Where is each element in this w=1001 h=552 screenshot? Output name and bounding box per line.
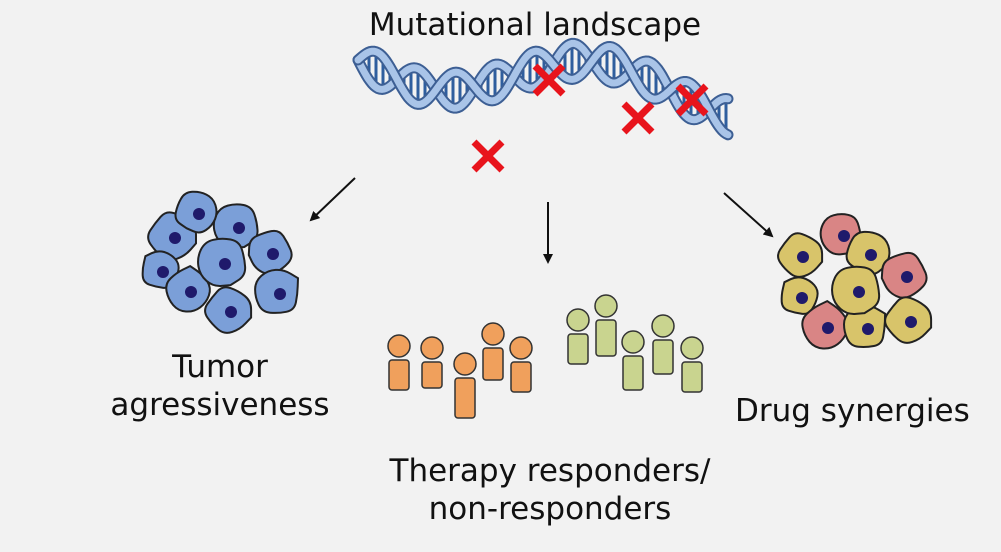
cell-nucleus xyxy=(233,222,245,234)
cell-icon xyxy=(880,251,928,299)
person-body xyxy=(510,361,532,393)
mutation-x-icon xyxy=(621,101,655,135)
cell-nucleus xyxy=(219,258,231,270)
cell-icon xyxy=(254,268,300,314)
cell-nucleus xyxy=(267,248,279,260)
cell-nucleus xyxy=(796,292,808,304)
mutation-stroke xyxy=(621,101,655,135)
cell-nucleus xyxy=(157,266,169,278)
dna-helix-icon xyxy=(352,37,734,141)
tumor-cell-cluster-icon xyxy=(141,190,300,334)
person-icon xyxy=(566,308,590,365)
mixed-cell-cluster-icon xyxy=(777,213,933,350)
cell-icon xyxy=(780,276,819,315)
person-icon xyxy=(509,336,533,393)
cell-icon xyxy=(777,232,824,278)
person-head xyxy=(453,352,477,376)
person-head xyxy=(387,334,411,358)
person-body xyxy=(421,361,443,389)
arrow-icon xyxy=(723,192,774,238)
cell-icon xyxy=(801,299,849,350)
person-body xyxy=(652,339,674,375)
person-icon xyxy=(594,294,618,357)
therapy-responders-label: Therapy responders/ non-responders xyxy=(330,452,770,528)
person-icon xyxy=(621,330,645,391)
dna-strand xyxy=(354,42,732,139)
cell-nucleus xyxy=(905,316,917,328)
cell-nucleus xyxy=(853,286,865,298)
cell-nucleus xyxy=(865,249,877,261)
mutation-x-icon xyxy=(532,63,566,97)
person-icon xyxy=(387,334,411,391)
person-head xyxy=(594,294,618,318)
mutation-stroke xyxy=(675,83,709,117)
person-body xyxy=(567,333,589,365)
person-head xyxy=(651,314,675,338)
tumor-label-line1: Tumor xyxy=(172,349,268,385)
cell-icon xyxy=(884,296,933,344)
diagram-title: Mutational landscape xyxy=(368,7,702,43)
cell-nucleus xyxy=(185,286,197,298)
person-body xyxy=(622,355,644,391)
person-body xyxy=(595,319,617,357)
cell-nucleus xyxy=(169,232,181,244)
cell-nucleus xyxy=(193,208,205,220)
person-body xyxy=(388,359,410,391)
cell-icon xyxy=(204,286,253,334)
person-head xyxy=(481,322,505,346)
person-icon xyxy=(420,336,444,389)
cell-nucleus xyxy=(901,271,913,283)
person-head xyxy=(566,308,590,332)
cell-nucleus xyxy=(838,230,850,242)
cell-icon xyxy=(247,229,293,275)
cell-nucleus xyxy=(822,322,834,334)
mutation-x-icon xyxy=(471,139,505,173)
person-head xyxy=(680,336,704,360)
therapy-label-line1: Therapy responders/ xyxy=(389,453,711,489)
person-head xyxy=(420,336,444,360)
therapy-label-line2: non-responders xyxy=(428,491,672,527)
arrow-icon xyxy=(309,177,356,222)
person-body xyxy=(482,347,504,381)
person-icon xyxy=(651,314,675,375)
person-icon xyxy=(680,336,704,393)
tumor-label-line2: agressiveness xyxy=(110,387,330,423)
tumor-aggressiveness-label: Tumor agressiveness xyxy=(90,348,350,424)
arrows xyxy=(309,177,774,264)
dna-strand xyxy=(354,39,732,124)
person-body xyxy=(681,361,703,393)
person-head xyxy=(621,330,645,354)
cell-nucleus xyxy=(225,306,237,318)
cell-nucleus xyxy=(862,323,874,335)
mutation-stroke xyxy=(532,63,566,97)
cell-icon xyxy=(831,265,881,315)
mutation-stroke xyxy=(471,139,505,173)
cell-nucleus xyxy=(274,288,286,300)
cell-nucleus xyxy=(797,251,809,263)
cell-icon xyxy=(174,190,218,234)
drug-synergies-label: Drug synergies xyxy=(735,393,970,429)
person-icon xyxy=(453,352,477,419)
mutation-x-icon xyxy=(675,83,709,117)
cell-icon xyxy=(197,237,247,287)
person-icon xyxy=(481,322,505,381)
mutation-marks xyxy=(471,63,709,173)
patient-group-icon xyxy=(387,294,704,419)
cell-icon xyxy=(165,264,211,313)
person-head xyxy=(509,336,533,360)
person-body xyxy=(454,377,476,419)
